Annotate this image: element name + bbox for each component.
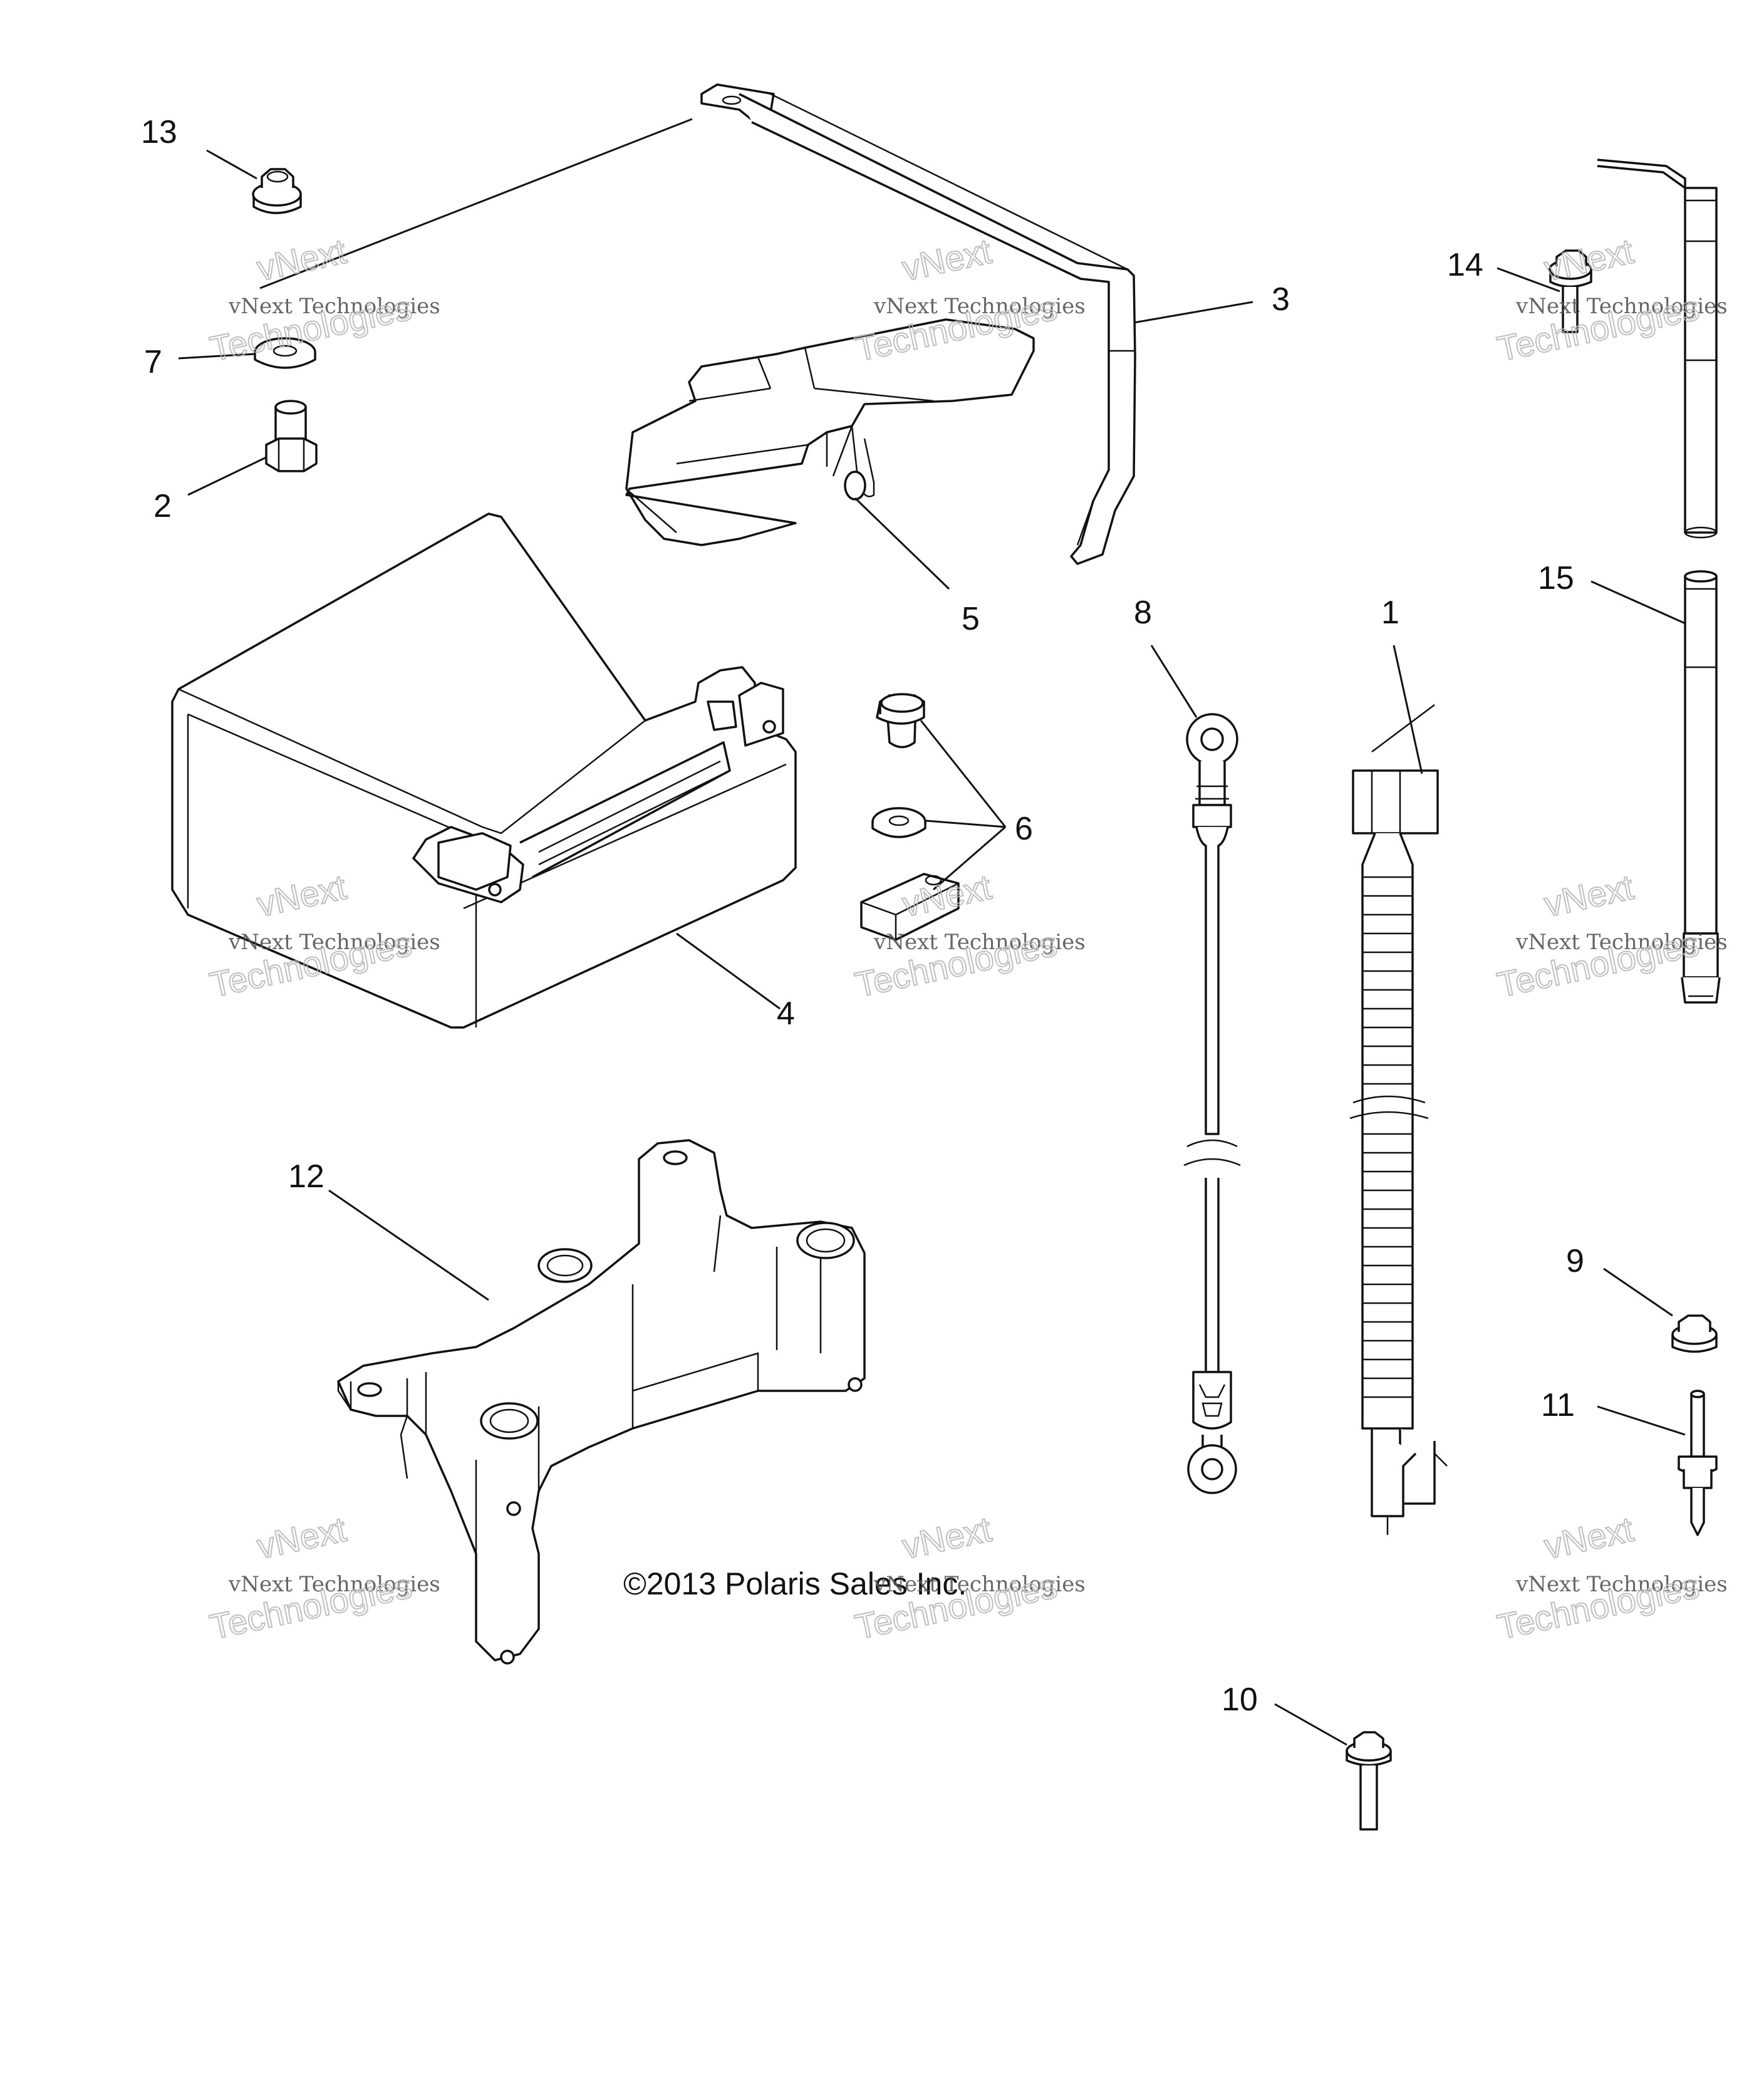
callout-6: 6 — [1015, 811, 1033, 847]
callout-15: 15 — [1538, 560, 1574, 596]
part-11-stud — [1678, 1390, 1718, 1536]
callout-12: 12 — [288, 1158, 324, 1195]
callout-8: 8 — [1134, 595, 1152, 631]
part-9-nut — [1671, 1314, 1718, 1353]
part-12-bracket — [337, 1139, 866, 1665]
callout-10: 10 — [1222, 1682, 1258, 1718]
watermark-outline: vNext — [1541, 231, 1637, 288]
callout-5: 5 — [962, 601, 980, 637]
callout-labels: 13 7 2 3 5 4 6 8 1 14 15 12 9 11 10 — [141, 114, 1584, 1718]
watermark-text: vNext Technologies — [1515, 1572, 1728, 1597]
callout-11: 11 — [1541, 1387, 1575, 1423]
part-14-cable — [1597, 159, 1718, 539]
part-14-bolt — [1549, 249, 1592, 333]
callout-13: 13 — [141, 114, 177, 150]
watermark-outline: vNext — [1541, 867, 1637, 924]
callout-9: 9 — [1566, 1243, 1584, 1279]
leader-lines — [178, 118, 1686, 1746]
part-15-cable — [1681, 570, 1721, 1004]
watermark-text: vNext Technologies — [873, 294, 1086, 319]
watermark-text: vNext Technologies — [873, 930, 1086, 955]
watermark-outline: vNext — [899, 1509, 995, 1566]
copyright-text: ©2013 Polaris Sales Inc. — [623, 1566, 967, 1601]
watermark-text: vNext Technologies — [228, 294, 440, 319]
part-5-cover — [625, 318, 1035, 546]
part-1-cable — [1349, 704, 1448, 1535]
watermark-outline: vNext — [899, 231, 995, 288]
part-3-bracket — [700, 83, 1136, 565]
watermark-text: vNext Technologies — [1515, 930, 1728, 955]
part-2-bolt — [265, 400, 318, 472]
part-7-washer — [254, 337, 316, 369]
watermark-text: vNext Technologies — [228, 930, 440, 955]
watermark-outline: vNext — [254, 1509, 350, 1566]
callout-14: 14 — [1447, 247, 1483, 283]
watermark-text: vNext Technologies — [1515, 294, 1728, 319]
part-8-cable — [1183, 713, 1241, 1494]
part-6-hardware — [860, 693, 960, 941]
callout-3: 3 — [1272, 281, 1290, 318]
part-13-flange-nut — [252, 168, 302, 214]
callout-2: 2 — [153, 488, 172, 524]
watermark-outline: vNext — [1541, 1509, 1637, 1566]
watermark-outline: vNext — [899, 867, 995, 924]
watermark-text: vNext Technologies — [873, 1572, 1086, 1597]
watermark-text: vNext Technologies — [228, 1572, 440, 1597]
callout-4: 4 — [777, 996, 795, 1032]
callout-7: 7 — [144, 344, 162, 380]
part-10-bolt — [1346, 1731, 1392, 1831]
part-4-battery — [171, 512, 797, 1029]
callout-1: 1 — [1381, 595, 1399, 631]
watermark-outline: vNext — [254, 231, 350, 288]
